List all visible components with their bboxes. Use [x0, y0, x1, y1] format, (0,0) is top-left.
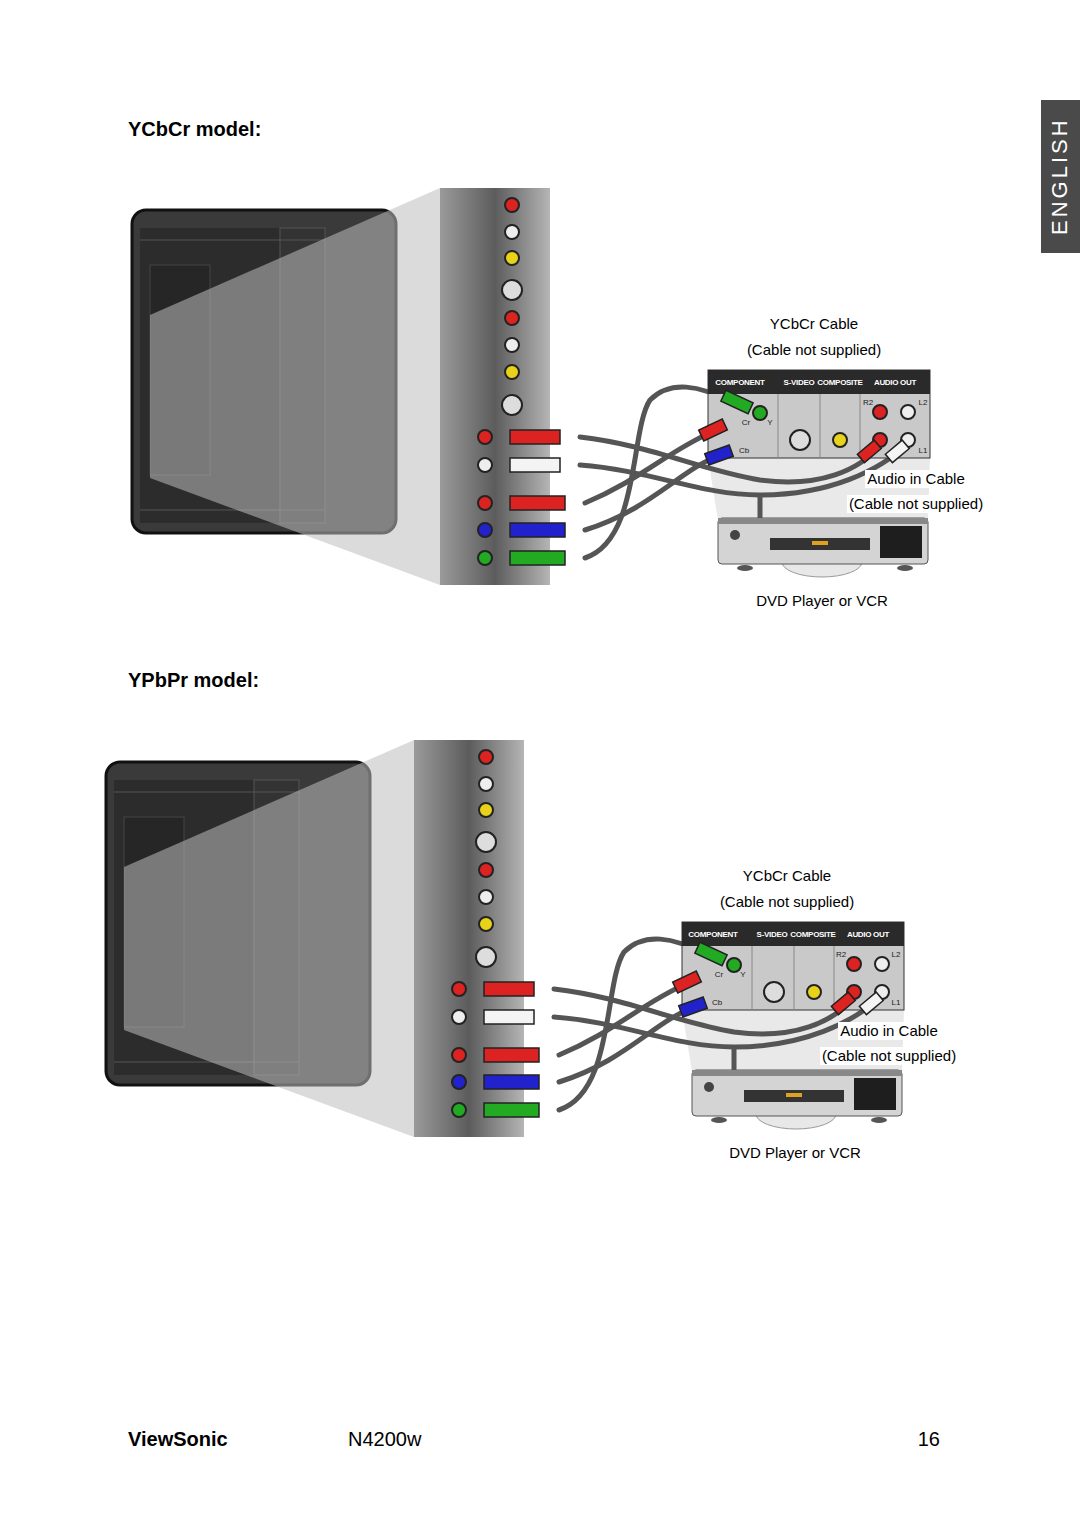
- device-label: DVD Player or VCR: [727, 1144, 863, 1162]
- cable-label: YCbCr Cable: [768, 315, 860, 333]
- language-tab-text: ENGLISH: [1047, 117, 1073, 235]
- language-tab: [1041, 100, 1080, 253]
- cable-label: YCbCr Cable: [741, 867, 833, 885]
- jack-name: Cb: [712, 998, 722, 1008]
- device-label: DVD Player or VCR: [754, 592, 890, 610]
- cable-note: (Cable not supplied): [745, 341, 883, 359]
- cable-note: (Cable not supplied): [847, 495, 985, 513]
- jack-name: L1: [919, 446, 928, 456]
- cable-label: Audio in Cable: [865, 470, 967, 488]
- connection-illustration: [106, 740, 904, 1137]
- port-header: COMPONENT: [688, 930, 737, 940]
- jack-name: L2: [892, 950, 901, 960]
- jack-name: Cr: [742, 418, 750, 428]
- port-header: S-VIDEO: [757, 930, 788, 940]
- jack-name: Cr: [715, 970, 723, 980]
- cable-label: Audio in Cable: [838, 1022, 940, 1040]
- port-header: COMPOSITE: [817, 378, 862, 388]
- jack-name: R2: [836, 950, 846, 960]
- port-header: S-VIDEO: [784, 378, 815, 388]
- port-header: COMPONENT: [715, 378, 764, 388]
- port-header: AUDIO OUT: [874, 378, 916, 388]
- port-header: COMPOSITE: [790, 930, 835, 940]
- jack-name: Y: [767, 418, 772, 428]
- brand-name: ViewSonic: [128, 1427, 228, 1451]
- model-number: N4200w: [348, 1427, 421, 1451]
- page-number: 16: [918, 1427, 940, 1451]
- jack-name: R2: [863, 398, 873, 408]
- cable-note: (Cable not supplied): [820, 1047, 958, 1065]
- cable-note: (Cable not supplied): [718, 893, 856, 911]
- port-header: AUDIO OUT: [847, 930, 889, 940]
- section-heading: YPbPr model:: [128, 668, 259, 692]
- jack-name: L2: [919, 398, 928, 408]
- section-heading: YCbCr model:: [128, 117, 261, 141]
- jack-name: L1: [892, 998, 901, 1008]
- jack-name: Cb: [739, 446, 749, 456]
- jack-name: Y: [740, 970, 745, 980]
- connection-illustration: [132, 188, 930, 585]
